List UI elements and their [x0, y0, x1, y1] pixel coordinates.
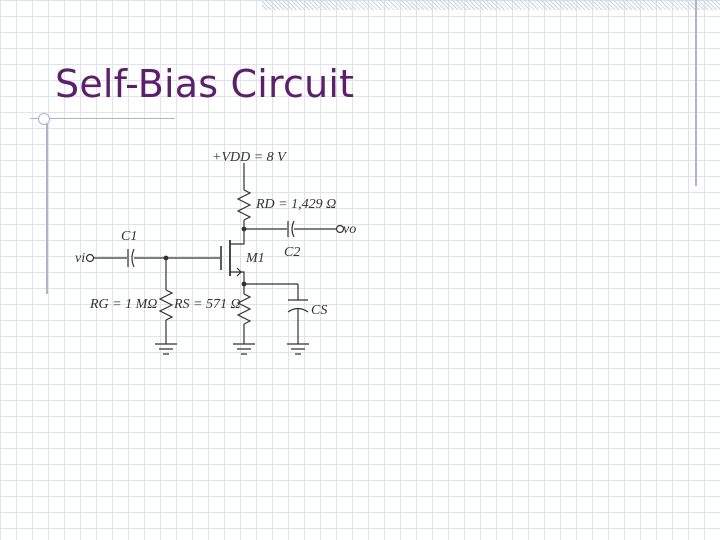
- input-terminal: [85, 253, 95, 263]
- gate-junction-dot: [163, 255, 169, 261]
- slide-title: Self-Bias Circuit: [55, 62, 355, 106]
- source-terminal: [230, 271, 245, 284]
- ground-icon: [155, 343, 177, 355]
- output-terminal: [335, 224, 345, 234]
- c1-label: C1: [121, 229, 137, 244]
- drain-junction-dot: [241, 226, 247, 232]
- c2-plate-right: [291, 220, 295, 238]
- vo-label: vo: [343, 222, 356, 237]
- cs-label: CS: [311, 303, 327, 318]
- right-decoration-rule: [695, 0, 697, 186]
- rs-resistor-symbol: [236, 293, 252, 325]
- ground-icon: [287, 343, 309, 355]
- rs-label: RS = 571 Ω: [173, 297, 241, 312]
- vdd-label: +VDD = 8 V: [212, 150, 287, 165]
- rg-label: RG = 1 MΩ: [89, 297, 157, 312]
- top-decoration-bar: [262, 0, 720, 10]
- vi-label: vi: [75, 251, 85, 266]
- rd-label: RD = 1,429 Ω: [255, 197, 336, 212]
- rg-resistor-symbol: [158, 289, 174, 321]
- c1-plate-right: [131, 248, 135, 268]
- ground-icon: [233, 343, 255, 355]
- drain-terminal: [230, 238, 245, 245]
- rd-resistor-symbol: [236, 189, 252, 221]
- source-junction-dot: [241, 281, 247, 287]
- c2-label: C2: [284, 245, 300, 260]
- rule-ring-icon: [38, 113, 50, 125]
- title-underline-rule: [30, 118, 175, 119]
- cs-plate-bottom: [287, 307, 309, 313]
- transistor-label: M1: [245, 251, 265, 266]
- source-arrow-icon: [236, 267, 242, 277]
- left-decoration-rule: [46, 118, 48, 294]
